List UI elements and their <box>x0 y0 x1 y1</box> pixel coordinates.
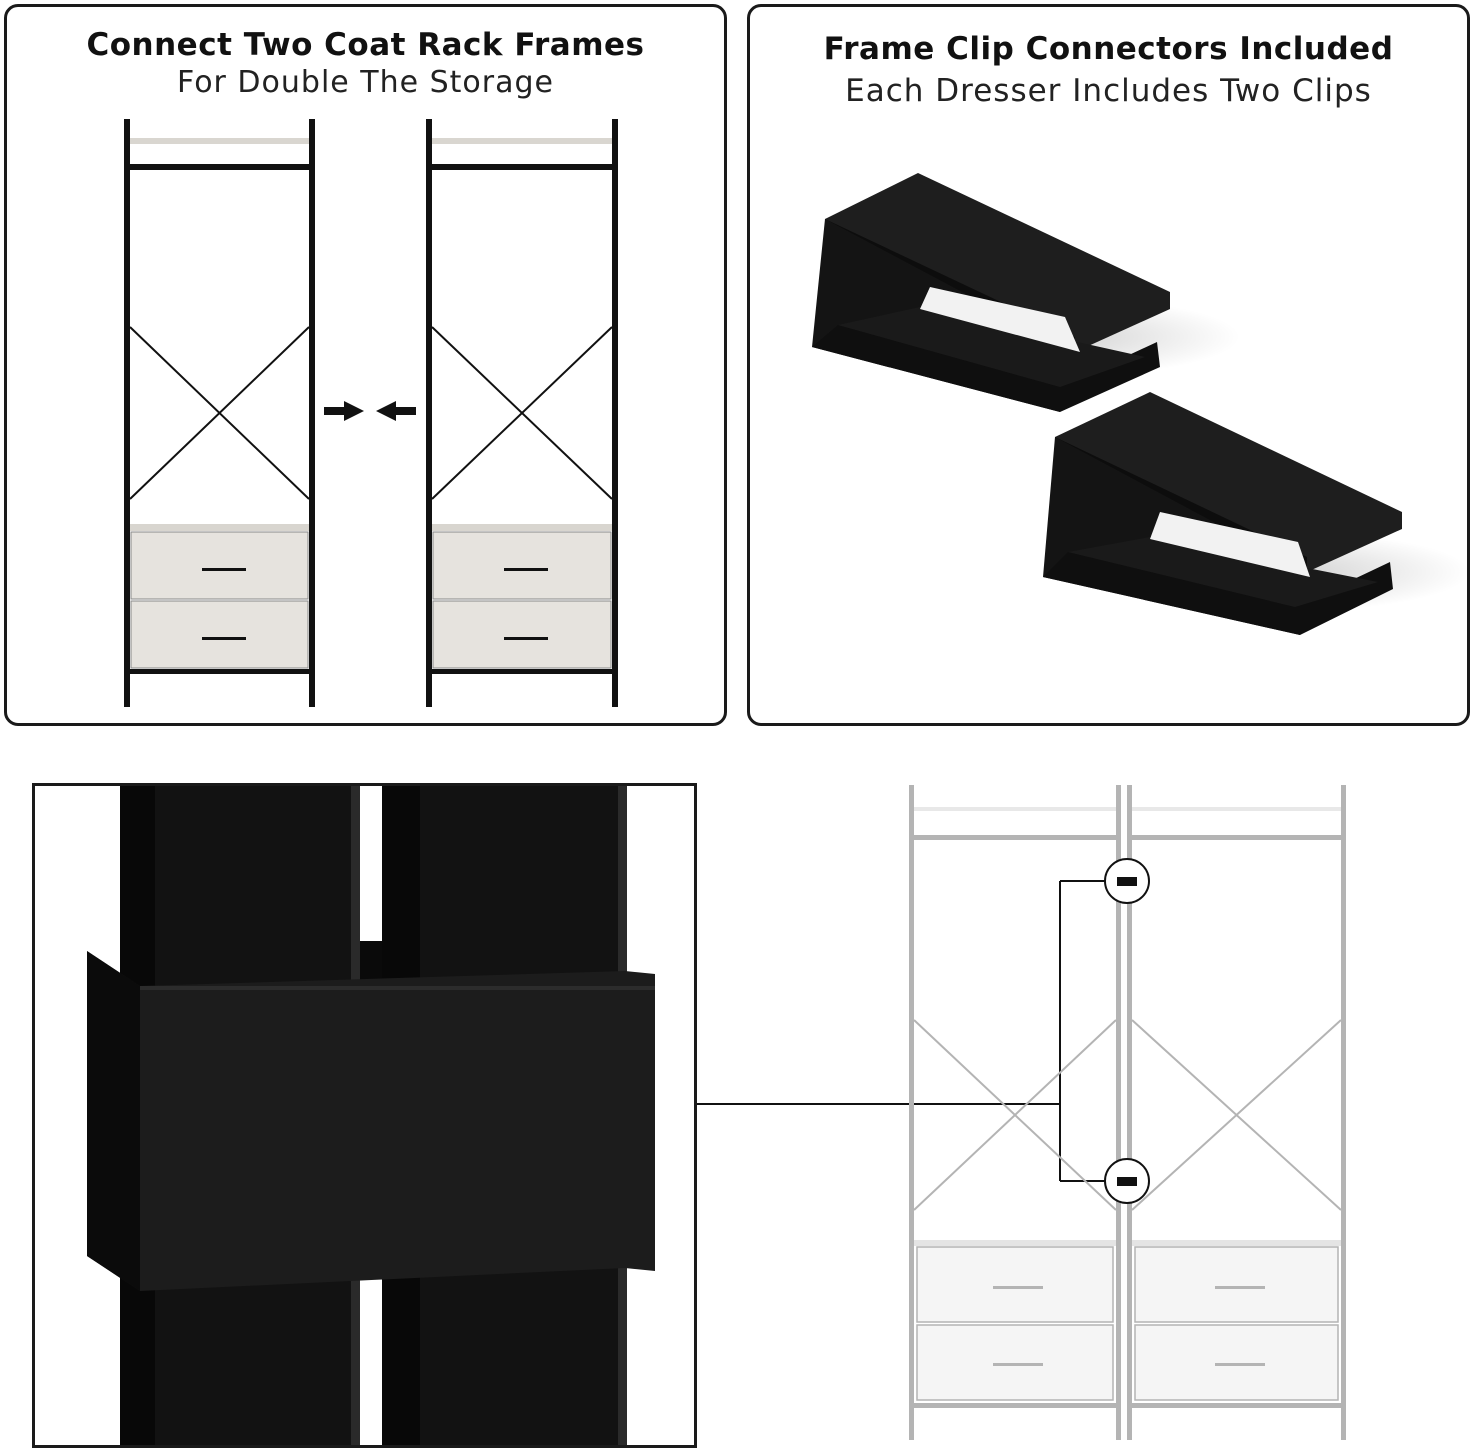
clip-marker-bottom <box>1104 1158 1150 1204</box>
connected-racks-illustration <box>909 785 1346 1440</box>
panel-clip-closeup <box>32 783 697 1448</box>
panel-title: Connect Two Coat Rack Frames <box>86 27 645 63</box>
arrow-right-icon <box>324 401 364 421</box>
panel-connect-frames: Connect Two Coat Rack Frames For Double … <box>4 4 727 726</box>
panel-subtitle: For Double The Storage <box>177 65 554 100</box>
coat-rack-frame-right <box>426 119 618 707</box>
coat-rack-frame-left <box>124 119 315 707</box>
arrow-left-icon <box>376 401 416 421</box>
clip-connector-icon <box>1043 392 1467 635</box>
panel-clip-connectors: Frame Clip Connectors Included Each Dres… <box>747 4 1470 726</box>
clip-connectors-illustration <box>812 173 1467 635</box>
two-coat-rack-illustration <box>124 119 618 707</box>
clip-closeup-illustration <box>87 786 655 1445</box>
panel-title: Frame Clip Connectors Included <box>823 31 1394 67</box>
panel-subtitle: Each Dresser Includes Two Clips <box>845 73 1372 109</box>
clip-connector-icon <box>812 173 1240 412</box>
clip-marker-top <box>1104 858 1150 904</box>
